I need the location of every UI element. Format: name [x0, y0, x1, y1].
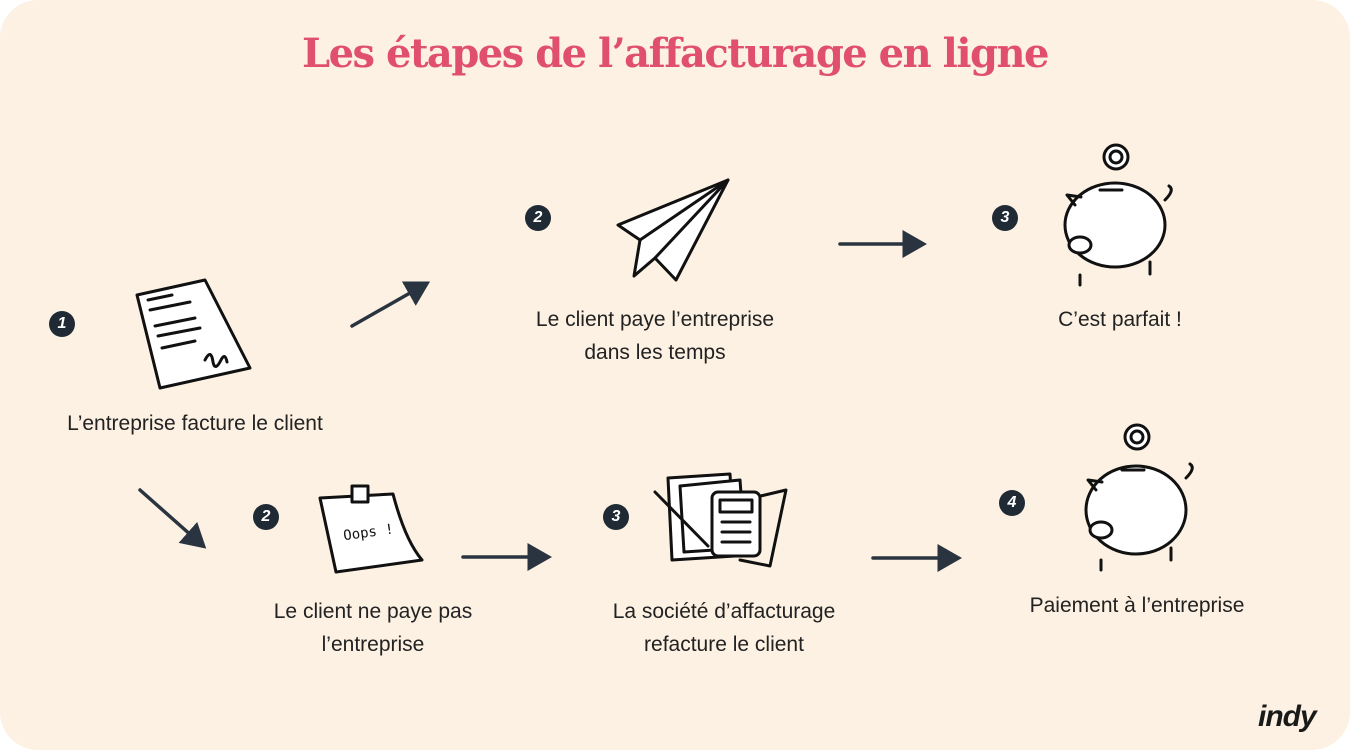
indy-logo: indy: [1258, 700, 1317, 733]
arrow-up-right: [350, 281, 431, 328]
piggy-bank-icon: [1084, 423, 1194, 572]
step-label-payment: Paiement à l’entreprise: [1029, 594, 1245, 617]
step-badge-4-payment: 4: [999, 490, 1025, 516]
sticky-note-text: Oops !: [342, 521, 394, 544]
step-label-invoice: L’entreprise facture le client: [67, 412, 323, 435]
label-line: refacture le client: [644, 633, 804, 656]
step-label-paid: Le client paye l’entreprise dans les tem…: [475, 303, 835, 369]
invoice-icon: [135, 278, 252, 390]
piggy-bank-icon: [1063, 143, 1173, 287]
label-line: La société d’affacturage: [612, 600, 836, 623]
step-badge-2-paid: 2: [525, 205, 551, 231]
label-line: Le client ne paye pas: [273, 600, 473, 623]
step-label-refacture: La société d’affacturage refacture le cl…: [544, 595, 904, 661]
step-badge-3-refacture: 3: [603, 504, 629, 530]
paper-plane-icon: [616, 178, 730, 282]
label-line: Le client paye l’entreprise: [535, 308, 775, 331]
sticky-note-icon: [318, 484, 424, 574]
arrow-down-right: [138, 488, 207, 549]
step-badge-1: 1: [49, 311, 75, 337]
label-line: dans les temps: [584, 341, 726, 364]
step-badge-3-perfect: 3: [992, 205, 1018, 231]
step-label-perfect: C’est parfait !: [1058, 308, 1182, 331]
label-line: l’entreprise: [321, 633, 425, 656]
calculator-documents-icon: [653, 472, 788, 568]
step-badge-2-unpaid: 2: [253, 504, 279, 530]
step-label-unpaid: Le client ne paye pas l’entreprise: [193, 595, 553, 661]
page-title: Les étapes de l’affacturage en ligne: [301, 30, 1050, 77]
